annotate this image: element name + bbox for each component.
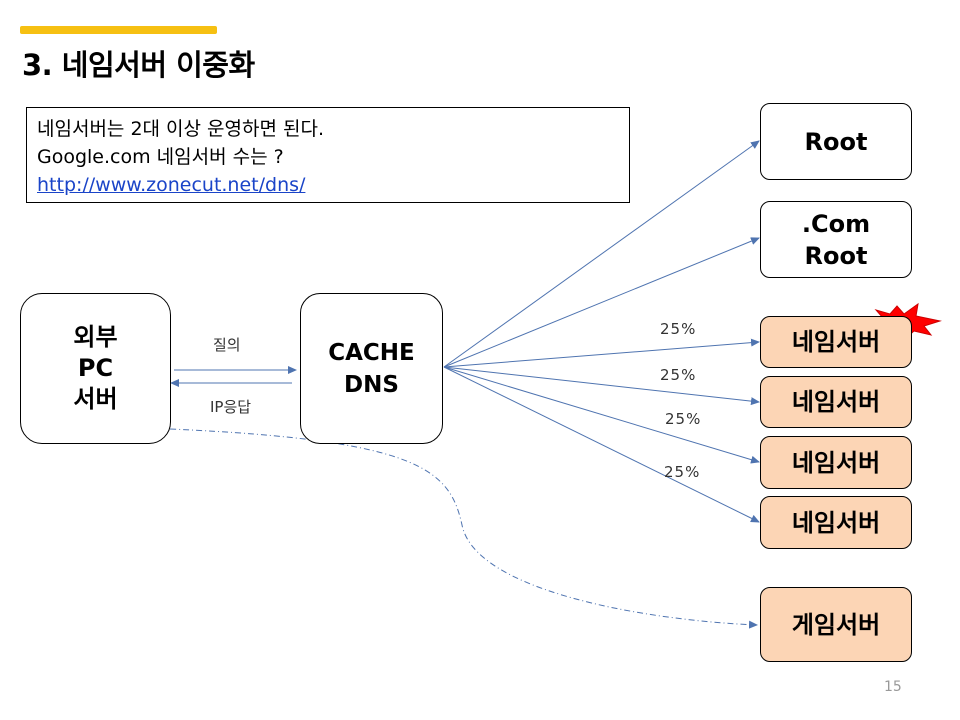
arrow-to-ns3 bbox=[443, 366, 760, 464]
ns1-label: 네임서버 bbox=[791, 328, 881, 356]
name-server-4-node: 네임서버 bbox=[760, 496, 912, 549]
external-client-node: 외부 PC 서버 bbox=[20, 293, 171, 444]
game-server-label: 게임서버 bbox=[791, 610, 881, 639]
arrow-to-com-root bbox=[443, 237, 760, 368]
arrow-to-ns2 bbox=[443, 366, 760, 406]
page-number: 15 bbox=[884, 679, 902, 695]
game-server-node: 게임서버 bbox=[760, 587, 912, 662]
com-root-label-2: Root bbox=[804, 241, 868, 270]
com-root-label-1: .Com bbox=[801, 209, 871, 238]
response-label: IP응답 bbox=[210, 398, 252, 416]
share-label-ns4: 25% bbox=[664, 463, 701, 481]
client-line-1: 외부 bbox=[73, 323, 118, 351]
ns4-label: 네임서버 bbox=[791, 508, 881, 537]
arrow-to-game-server bbox=[169, 428, 758, 629]
note-box: 네임서버는 2대 이상 운영하면 된다. Google.com 네임서버 수는 … bbox=[26, 107, 630, 203]
root-label: Root bbox=[804, 127, 868, 156]
zonecut-link[interactable]: http://www.zonecut.net/dns/ bbox=[37, 174, 306, 196]
name-server-1-node: 네임서버 bbox=[760, 316, 912, 368]
share-label-ns2: 25% bbox=[660, 366, 697, 384]
query-label: 질의 bbox=[213, 336, 241, 354]
com-root-server-node: .Com Root bbox=[760, 201, 912, 278]
note-line-1: 네임서버는 2대 이상 운영하면 된다. bbox=[37, 118, 325, 140]
name-server-2-node: 네임서버 bbox=[760, 376, 912, 428]
note-line-2: Google.com 네임서버 수는 ? bbox=[37, 146, 284, 168]
client-line-2: PC bbox=[77, 354, 114, 382]
cache-line-2: DNS bbox=[344, 371, 399, 398]
ns3-label: 네임서버 bbox=[791, 448, 881, 477]
arrow-to-ns1 bbox=[443, 338, 760, 368]
cache-line-1: CACHE bbox=[328, 339, 415, 366]
title-accent-bar bbox=[20, 26, 217, 34]
arrow-to-ns4 bbox=[443, 366, 760, 523]
slide-title: 3. 네임서버 이중화 bbox=[22, 48, 255, 82]
cache-dns-node: CACHE DNS bbox=[300, 293, 443, 444]
client-line-3: 서버 bbox=[73, 385, 118, 413]
root-server-node: Root bbox=[760, 103, 912, 180]
share-label-ns1: 25% bbox=[660, 320, 697, 338]
arrow-to-root bbox=[443, 140, 760, 368]
name-server-3-node: 네임서버 bbox=[760, 436, 912, 489]
share-label-ns3: 25% bbox=[665, 410, 702, 428]
ns2-label: 네임서버 bbox=[791, 388, 881, 416]
